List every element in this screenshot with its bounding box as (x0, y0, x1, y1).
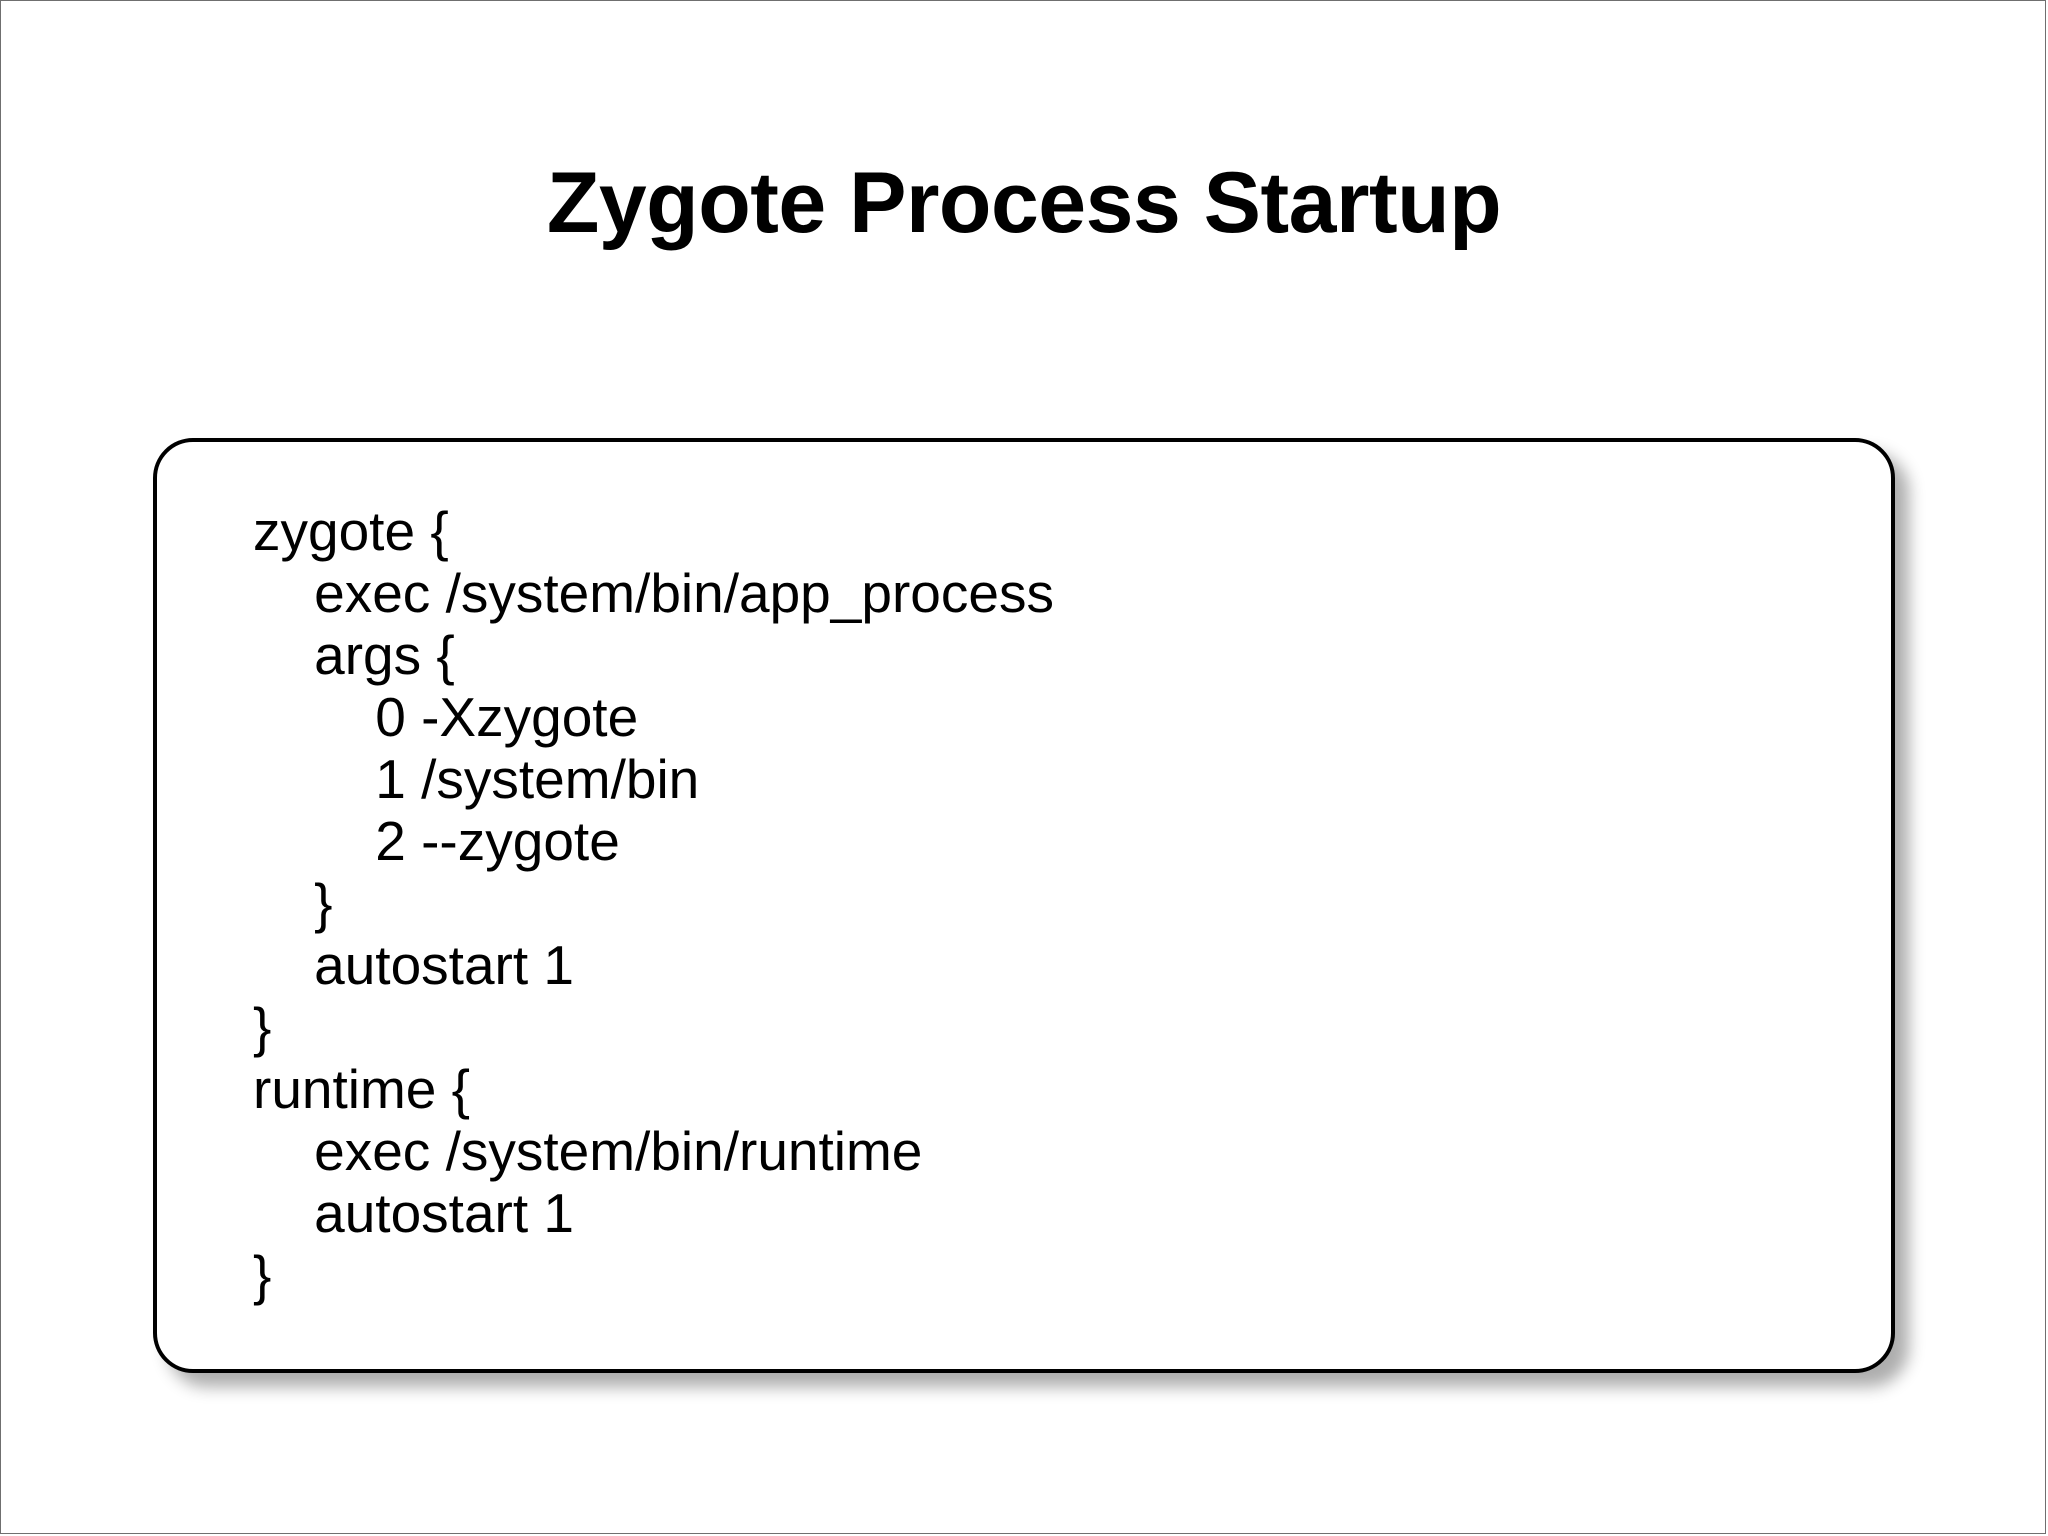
code-line: } (253, 872, 333, 934)
code-line: args { (253, 624, 455, 686)
code-line: } (253, 996, 272, 1058)
code-line: autostart 1 (253, 934, 575, 996)
code-line: } (253, 1244, 272, 1306)
code-line: autostart 1 (253, 1182, 575, 1244)
code-line: 0 -Xzygote (253, 686, 639, 748)
code-line: runtime { (253, 1058, 471, 1120)
code-line: zygote { (253, 500, 449, 562)
code-line: 2 --zygote (253, 810, 620, 872)
code-line: exec /system/bin/app_process (253, 562, 1054, 624)
code-block: zygote { exec /system/bin/app_process ar… (253, 500, 1054, 1306)
code-line: exec /system/bin/runtime (253, 1120, 923, 1182)
page-title: Zygote Process Startup (546, 154, 1502, 251)
code-card: zygote { exec /system/bin/app_process ar… (153, 438, 1895, 1373)
code-line: 1 /system/bin (253, 748, 700, 810)
